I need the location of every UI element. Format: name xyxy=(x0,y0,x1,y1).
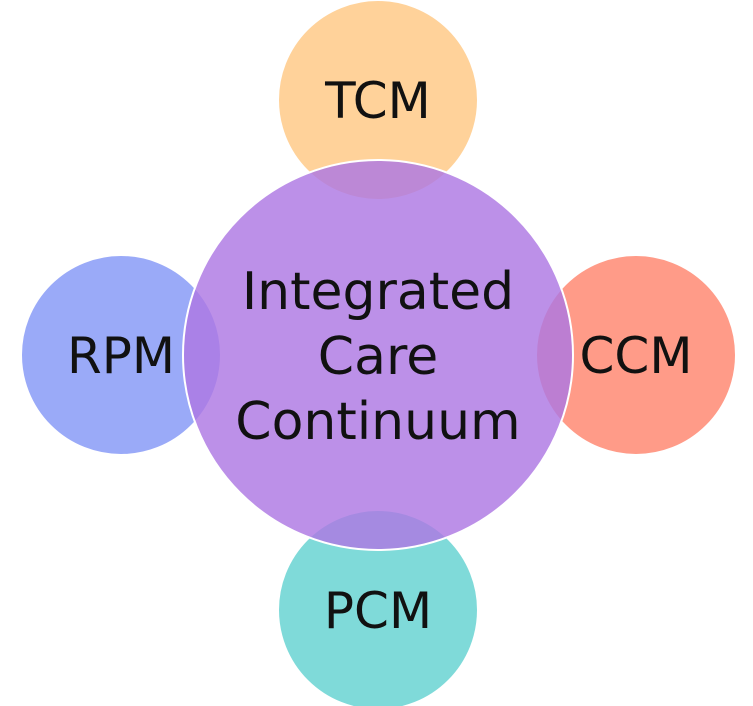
center-label-line-1: Integrated xyxy=(242,262,514,322)
center-circle xyxy=(182,159,574,551)
rpm-label: RPM xyxy=(67,327,175,385)
center-label-line-3: Continuum xyxy=(235,392,520,452)
center-label-line-2: Care xyxy=(318,327,438,387)
ccm-label: CCM xyxy=(580,327,693,385)
tcm-label: TCM xyxy=(324,72,431,130)
pcm-label: PCM xyxy=(324,582,432,640)
